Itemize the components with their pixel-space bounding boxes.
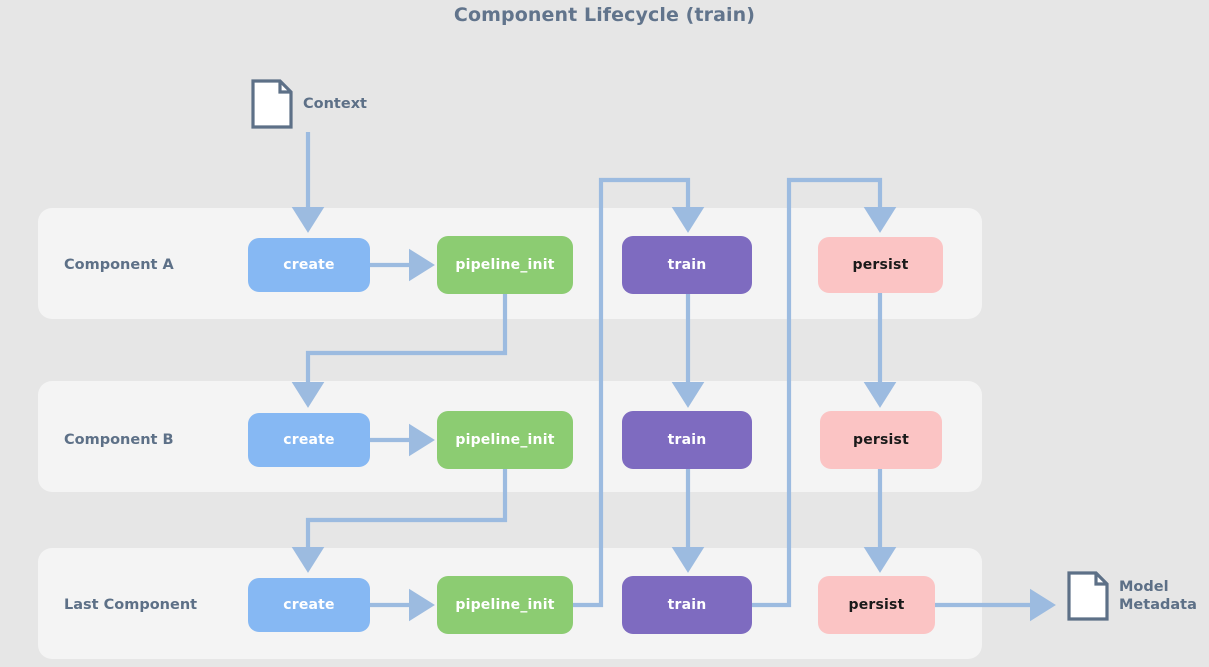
page-title: Component Lifecycle (train) xyxy=(453,4,756,26)
node-last-component-pipeline-init[interactable]: pipeline_init xyxy=(437,576,573,634)
node-last-component-create[interactable]: create xyxy=(248,578,370,632)
node-last-component-train[interactable]: train xyxy=(622,576,752,634)
document-icon xyxy=(251,79,293,129)
node-component-b-pipeline-init[interactable]: pipeline_init xyxy=(437,411,573,469)
row-label-component-a: Component A xyxy=(64,257,174,273)
context-label: Context xyxy=(303,95,367,112)
node-last-component-persist[interactable]: persist xyxy=(818,576,935,634)
context-node: Context xyxy=(250,78,367,130)
row-label-component-b: Component B xyxy=(64,432,174,448)
node-component-b-persist[interactable]: persist xyxy=(820,411,942,469)
document-icon xyxy=(1067,571,1109,621)
node-component-a-persist[interactable]: persist xyxy=(818,237,943,293)
node-component-a-create[interactable]: create xyxy=(248,238,370,292)
node-component-a-train[interactable]: train xyxy=(622,236,752,294)
node-component-b-train[interactable]: train xyxy=(622,411,752,469)
model-metadata-node: Model Metadata xyxy=(1066,570,1197,622)
model-metadata-label: Model Metadata xyxy=(1119,578,1197,613)
row-label-last-component: Last Component xyxy=(64,597,198,613)
node-component-a-pipeline-init[interactable]: pipeline_init xyxy=(437,236,573,294)
node-component-b-create[interactable]: create xyxy=(248,413,370,467)
